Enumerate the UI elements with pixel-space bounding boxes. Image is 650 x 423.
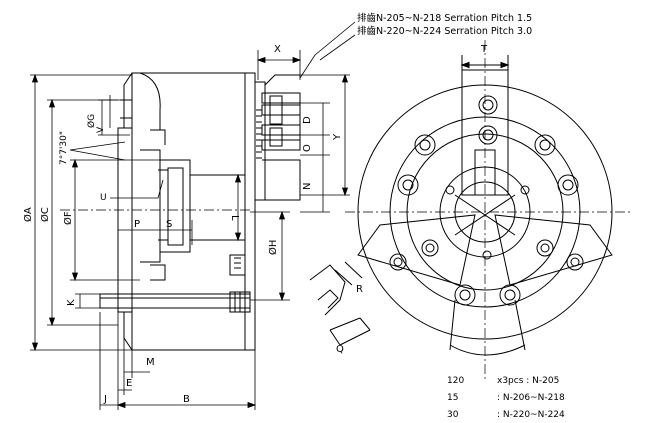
dim-g: ØG — [86, 114, 97, 128]
dim-c: ØC — [39, 207, 51, 222]
dimension-labels: X T D Y O N ØG V ØA ØC 7°7'30" ØF U P S … — [22, 44, 488, 405]
dim-v: V — [96, 126, 106, 133]
dim-n: N — [302, 183, 313, 190]
dim-angle: 7°7'30" — [59, 131, 69, 165]
angle-row-1-models: x3pcs : N-205 — [497, 376, 560, 386]
angle-row-2-models: : N-206~N-218 — [497, 393, 565, 403]
dim-j: J — [103, 394, 107, 405]
dim-f: ØF — [62, 211, 74, 225]
dimension-lines — [30, 21, 356, 410]
dim-u: U — [100, 193, 107, 203]
dim-k: K — [66, 299, 77, 306]
dim-t: T — [480, 44, 488, 55]
dim-h: ØH — [267, 240, 279, 255]
serration-note-1: 排齒N-205~N-218 Serration Pitch 1.5 — [357, 13, 533, 24]
angle-row-3-angle: 30 — [447, 410, 459, 420]
angle-row-1-angle: 120 — [447, 376, 465, 386]
serration-note-2: 排齒N-220~N-224 Serration Pitch 3.0 — [357, 26, 533, 37]
dim-m: M — [146, 357, 155, 368]
dim-l: L — [229, 215, 240, 221]
front-view — [357, 55, 613, 356]
dim-s: S — [166, 219, 172, 230]
dim-p: P — [134, 219, 140, 230]
dim-e: E — [126, 378, 132, 389]
dim-q: Q — [336, 344, 344, 355]
side-view — [99, 72, 301, 351]
dim-x: X — [274, 44, 281, 55]
serration-detail — [309, 261, 371, 346]
angle-row-2-angle: 15 — [447, 393, 459, 403]
angle-row-3-models: : N-220~N-224 — [497, 410, 565, 420]
dim-y: Y — [332, 133, 343, 141]
dim-a: ØA — [22, 207, 34, 222]
dim-o: O — [302, 144, 313, 152]
dim-r: R — [356, 284, 363, 295]
dim-d: D — [302, 116, 313, 124]
dim-b: B — [183, 394, 190, 405]
